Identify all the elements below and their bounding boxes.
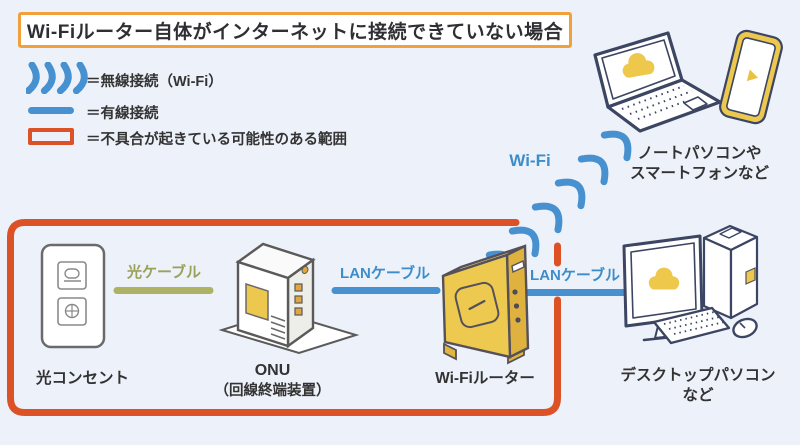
onu-label: ONU (254, 362, 291, 379)
wifi-label: Wi-Fi (509, 151, 551, 170)
lan-cable-label-1: LANケーブル (340, 265, 430, 282)
mobile-label: ノートパソコンや (637, 145, 762, 162)
legend-item-wired: ＝有線接続 (86, 106, 159, 122)
legend-item-trouble: ＝不具合が起きている可能性のある範囲 (86, 132, 347, 148)
wifi-router-icon (430, 232, 550, 367)
keyboard-icon (652, 306, 731, 345)
onu-label-block: ONU （回線終端装置） (190, 361, 355, 401)
lan-cable-label-2: LANケーブル (530, 267, 620, 284)
cloud-icon (622, 53, 655, 78)
onu-sublabel: （回線終端装置） (214, 382, 331, 399)
wired-line-icon (28, 107, 74, 114)
legend-item-wireless: ＝無線接続（Wi-Fi） (86, 74, 223, 90)
trouble-range-icon (28, 128, 74, 145)
desktop-sublabel: など (682, 387, 714, 405)
laptop-icon (593, 31, 722, 133)
pc-tower-icon (702, 224, 759, 320)
mobile-sublabel: スマートフォンなど (629, 165, 770, 183)
desktop-label: デスクトップパソコン (620, 367, 776, 384)
smartphone-icon (719, 29, 783, 125)
desktop-label-block: デスクトップパソコン など (608, 366, 788, 406)
page-title: Wi-Fiルーター自体がインターネットに接続できていない場合 (26, 21, 564, 43)
desktop-pc-icon (612, 216, 792, 364)
title-banner: Wi-Fiルーター自体がインターネットに接続できていない場合 (18, 12, 572, 48)
mouse-icon (732, 317, 758, 339)
optical-outlet-icon (38, 242, 108, 352)
cloud-icon (648, 267, 680, 290)
mobile-label-block: ノートパソコンや スマートフォンなど (612, 144, 787, 184)
outlet-label: 光コンセント (35, 370, 129, 387)
legend-wifi-icon (26, 62, 102, 94)
laptop-smartphone-icon (580, 25, 795, 145)
router-label: Wi-Fiルーター (435, 370, 535, 387)
trouble-area-outline (7, 219, 561, 416)
optical-cable-label: 光ケーブル (126, 264, 202, 281)
onu-device-icon (205, 228, 370, 363)
